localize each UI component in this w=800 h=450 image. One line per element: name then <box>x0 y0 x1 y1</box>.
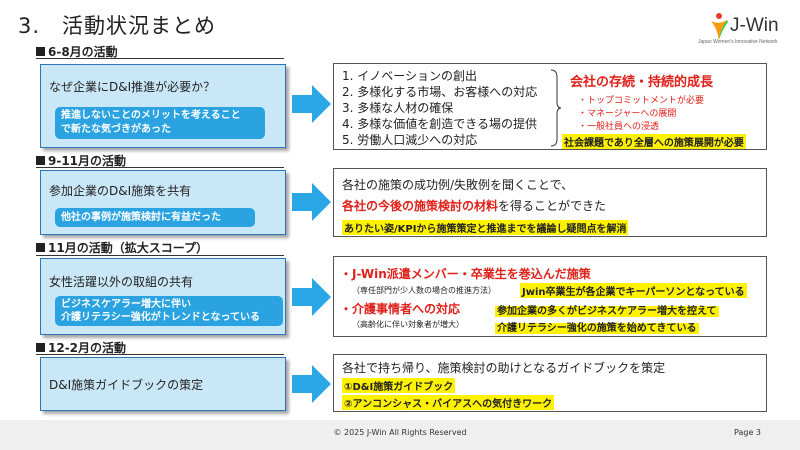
bullet-square-icon <box>36 156 45 165</box>
section-heading: 11月の活動（拡大スコープ） <box>36 239 208 256</box>
list-item: 1. イノベーションの創出 <box>342 69 478 83</box>
outcome-highlight: ありたい姿/KPIから施策策定と推進までを議論し疑問点を解消 <box>342 220 629 235</box>
section-heading: 6-8月の活動 <box>36 43 118 60</box>
brace-icon <box>550 69 562 147</box>
activity-box: 女性活躍以外の取組の共有 ビジネスケアラー増大に伴い 介護リテラシー強化がトレン… <box>40 258 286 335</box>
list-item: 4. 多様な価値を創造できる場の提供 <box>342 117 538 131</box>
scope-item-title: ・介護事情者への対応 <box>340 302 461 316</box>
insight-pill: 他社の事例が施策検討に有益だった <box>55 208 255 227</box>
activity-box-title: 参加企業のD&I施策を共有 <box>49 184 192 198</box>
scope-item-title: ・J-Win派遣メンバー・卒業生を巻込んだ施策 <box>340 267 591 281</box>
guidebook-item: ①D&I施策ガイドブック <box>342 378 456 393</box>
outcome-box: 1. イノベーションの創出 2. 多様化する市場、お客様への対応 3. 多様な人… <box>333 63 767 150</box>
list-item: 3. 多様な人材の確保 <box>342 101 454 115</box>
logo-name: J-Win <box>730 15 779 36</box>
section-rule <box>36 58 284 59</box>
footer-bar <box>0 420 800 450</box>
right-arrow-icon <box>292 85 331 123</box>
result-items: ・トップコミットメントが必要 ・マネージャーへの展開 ・一般社員への浸透 <box>578 96 705 132</box>
list-item: 5. 労働人口減少への対応 <box>342 133 478 147</box>
logo-tagline: Japan Women's Innovative Network <box>698 39 778 45</box>
outcome-line: 各社の今後の施策検討の材料を得ることができた <box>342 199 607 213</box>
bullet-square-icon <box>36 343 45 352</box>
activity-box-title: なぜ企業にD&I推進が必要か？ <box>49 80 216 94</box>
bullet-square-icon <box>36 47 45 56</box>
footer-copyright: © 2025 J-Win All Rights Reserved <box>333 428 467 437</box>
list-item: 2. 多様化する市場、お客様への対応 <box>342 85 538 99</box>
scope-item-highlight: Jwin卒業生が各企業でキーパーソンとなっている <box>520 283 747 298</box>
reason-list: 1. イノベーションの創出 2. 多様化する市場、お客様への対応 3. 多様な人… <box>342 68 537 148</box>
activity-box-title: D&I施策ガイドブックの策定 <box>49 378 204 392</box>
section-rule <box>36 255 284 256</box>
outcome-line: 各社の施策の成功例/失敗例を聞くことで、 <box>342 178 574 192</box>
section-rule <box>36 167 284 168</box>
section-heading: 12-2月の活動 <box>36 339 126 356</box>
right-arrow-icon <box>292 183 331 221</box>
activity-box-title: 女性活躍以外の取組の共有 <box>49 275 194 289</box>
outcome-line: 各社で持ち帰り、施策検討の助けとなるガイドブックを策定 <box>342 361 666 375</box>
page-title: 3. 活動状況まとめ <box>18 14 217 38</box>
right-arrow-icon <box>292 278 331 316</box>
activity-box: 参加企業のD&I施策を共有 他社の事例が施策検討に有益だった <box>40 170 286 235</box>
outcome-box: 各社の施策の成功例/失敗例を聞くことで、 各社の今後の施策検討の材料を得ることが… <box>333 168 767 237</box>
jwin-logo-icon <box>711 13 728 40</box>
activity-box: なぜ企業にD&I推進が必要か？ 推進しないことのメリットを考えること で新たな気… <box>40 64 286 148</box>
page-number: Page 3 <box>734 428 761 437</box>
insight-pill: 推進しないことのメリットを考えること で新たな気づきがあった <box>55 107 265 139</box>
right-arrow-icon <box>292 365 331 403</box>
section-heading: 9-11月の活動 <box>36 152 126 169</box>
section-rule <box>36 354 284 355</box>
bullet-square-icon <box>36 243 45 252</box>
result-title: 会社の存続・持続的成長 <box>570 75 714 90</box>
scope-item-highlight: 参加企業の多くがビジネスケアラー増大を控えて 介護リテラシー強化の施策を始めてき… <box>495 306 719 334</box>
scope-item-note: （専任部門が少人数の場合の推進方法） <box>352 286 496 295</box>
activity-box: D&I施策ガイドブックの策定 <box>40 357 286 411</box>
result-highlight: 社会課題であり全層への施策展開が必要 <box>562 134 746 149</box>
guidebook-item: ②アンコンシャス・バイアスへの気付きワーク <box>342 395 555 410</box>
outcome-box: ・J-Win派遣メンバー・卒業生を巻込んだ施策 （専任部門が少人数の場合の推進方… <box>333 256 767 337</box>
scope-item-note: （高齢化に伴い対象者が増大） <box>352 320 464 329</box>
insight-pill: ビジネスケアラー増大に伴い 介護リテラシー強化がトレンドとなっている <box>55 296 283 326</box>
outcome-box: 各社で持ち帰り、施策検討の助けとなるガイドブックを策定 ①D&I施策ガイドブック… <box>333 354 767 412</box>
